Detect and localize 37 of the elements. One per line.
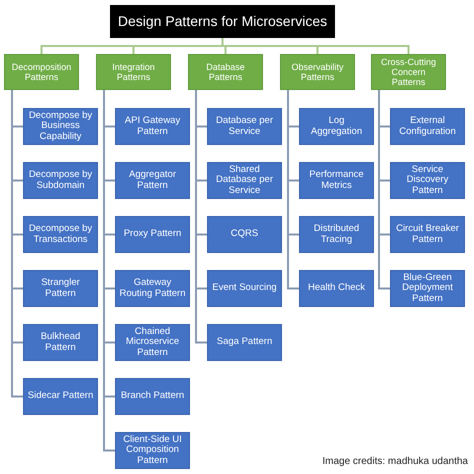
connector-line (378, 90, 390, 290)
pattern-box: Sidecar Pattern (23, 378, 98, 415)
pattern-box: Service Discovery Pattern (390, 162, 465, 199)
pattern-box: Blue-Green Deployment Pattern (390, 270, 465, 307)
pattern-box: Shared Database per Service (207, 162, 282, 199)
pattern-box: Bulkhead Pattern (23, 324, 98, 361)
pattern-box: Gateway Routing Pattern (115, 270, 190, 307)
category-box: Cross-Cutting Concern Patterns (371, 54, 446, 90)
pattern-box: Strangler Pattern (23, 270, 98, 307)
pattern-box: Chained Microservice Pattern (115, 324, 190, 361)
pattern-box: Decompose by Transactions (23, 216, 98, 253)
pattern-box: Branch Pattern (115, 378, 190, 415)
credit-note: Image credits: madhuka udantha (322, 456, 468, 467)
pattern-box: Health Check (299, 270, 374, 307)
pattern-box: Decompose by Subdomain (23, 162, 98, 199)
pattern-box: API Gateway Pattern (115, 108, 190, 145)
pattern-box: Saga Pattern (207, 324, 282, 361)
pattern-box: Database per Service (207, 108, 282, 145)
pattern-box: Log Aggregation (299, 108, 374, 145)
pattern-box: Client-Side UI Composition Pattern (115, 432, 190, 469)
pattern-box: Proxy Pattern (115, 216, 190, 253)
pattern-box: External Configuration (390, 108, 465, 145)
category-box: Observability Patterns (280, 54, 355, 90)
title-box: Design Patterns for Microservices (110, 5, 335, 38)
category-box: Integration Patterns (96, 54, 171, 90)
connector-line (287, 90, 299, 290)
pattern-box: CQRS (207, 216, 282, 253)
pattern-box: Decompose by Business Capability (23, 108, 98, 145)
connector-line (195, 90, 207, 344)
category-box: Decomposition Patterns (4, 54, 79, 90)
pattern-box: Circuit Breaker Pattern (390, 216, 465, 253)
pattern-box: Distributed Tracing (299, 216, 374, 253)
pattern-box: Aggregator Pattern (115, 162, 190, 199)
pattern-box: Performance Metrics (299, 162, 374, 199)
connector-line (11, 90, 23, 398)
pattern-box: Event Sourcing (207, 270, 282, 307)
category-box: Database Patterns (188, 54, 263, 90)
